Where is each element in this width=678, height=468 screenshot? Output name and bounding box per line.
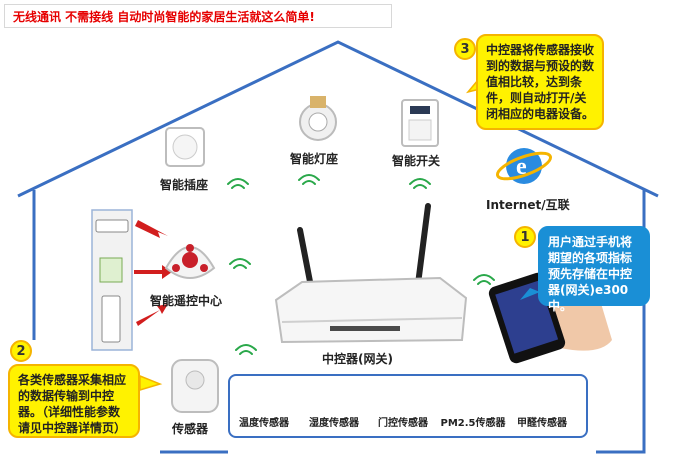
humidity-sensor-label: 湿度传感器 bbox=[309, 418, 359, 429]
sensor-panel bbox=[228, 374, 588, 438]
cabinet-ac-icon bbox=[101, 295, 121, 343]
internet-icon bbox=[506, 148, 542, 184]
step-1-callout: 用户通过手机将期望的各项指标预先存储在中控器(网关)e300中。 bbox=[538, 226, 650, 313]
step-2-callout: 各类传感器采集相应的数据传输到中控器。（详细性能参数请见中控器详情页） bbox=[8, 364, 140, 438]
air-conditioner-icon bbox=[95, 219, 129, 233]
step-2-number: 2 bbox=[10, 340, 32, 362]
wifi-icon bbox=[227, 174, 495, 355]
router-antenna bbox=[415, 203, 431, 287]
plant-fan-icon bbox=[99, 257, 123, 283]
signal-arrow-icon bbox=[134, 265, 172, 279]
pm25-sensor-label: PM2.5传感器 bbox=[440, 418, 506, 429]
sensor-label: 传感器 bbox=[172, 422, 209, 436]
remote-center-label: 智能遥控中心 bbox=[150, 294, 223, 308]
slogan-banner: 无线通讯 不需接线 自动时尚智能的家居生活就这么简单! bbox=[4, 4, 392, 28]
step-1-number: 1 bbox=[514, 226, 536, 248]
internet-label: Internet/互联 bbox=[486, 198, 570, 212]
smart-switch-label: 智能开关 bbox=[392, 154, 441, 168]
signal-arrow-icon bbox=[135, 220, 168, 238]
smart-lamp-label: 智能灯座 bbox=[290, 152, 339, 166]
signal-arrow-icon bbox=[136, 304, 168, 326]
controller-label: 中控器(网关) bbox=[322, 352, 393, 366]
formaldehyde-sensor-label: 甲醛传感器 bbox=[517, 418, 567, 429]
router-icon bbox=[274, 276, 468, 344]
house-outline bbox=[17, 40, 659, 198]
temperature-sensor-label: 温度传感器 bbox=[239, 418, 289, 429]
svg-text:e: e bbox=[516, 154, 527, 180]
door-sensor-label: 门控传感器 bbox=[378, 418, 428, 429]
step-3-callout: 中控器将传感器接收到的数据与预设的数值相比较，达到条件，则自动打开/关闭相应的电… bbox=[476, 34, 604, 130]
step-3-number: 3 bbox=[454, 38, 476, 60]
smart-socket-label: 智能插座 bbox=[160, 178, 209, 192]
